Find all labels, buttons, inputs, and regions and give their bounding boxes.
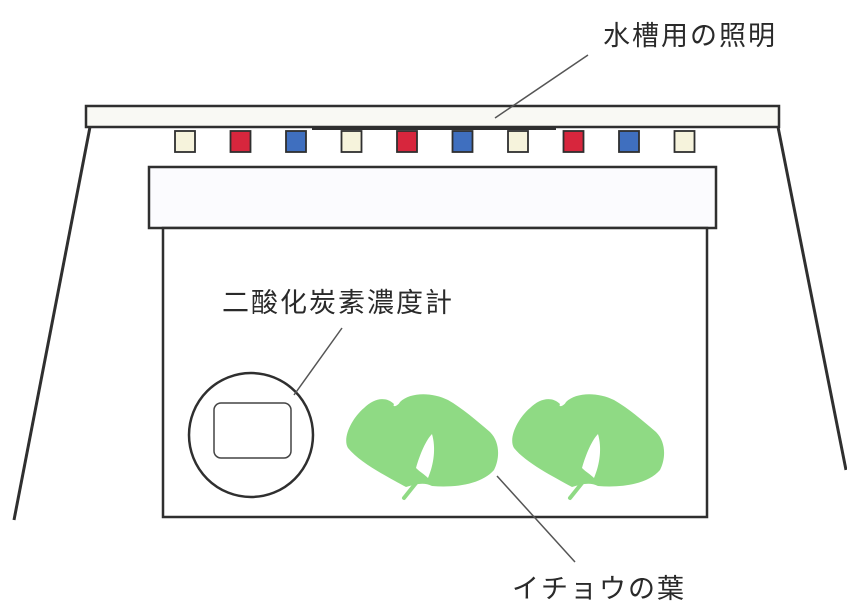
leader-lines xyxy=(293,54,589,563)
leaf-stem xyxy=(402,476,422,500)
led-red xyxy=(229,130,252,153)
leader-line-leaves xyxy=(496,475,576,563)
led-cream xyxy=(673,130,696,153)
led-blue xyxy=(285,130,307,153)
lamp-housing xyxy=(12,126,847,521)
ginkgo-leaf-left xyxy=(346,394,499,500)
leaf-notch xyxy=(416,434,435,478)
led-cream xyxy=(507,130,529,153)
led-blue xyxy=(451,130,474,153)
leader-line-light xyxy=(494,54,589,119)
chamber-lid xyxy=(147,165,718,230)
co2-meter xyxy=(187,371,315,499)
led-cream xyxy=(174,130,196,153)
ginkgo-leaf-right xyxy=(512,394,665,500)
leaf-blade xyxy=(346,394,499,487)
led-blue xyxy=(618,130,640,153)
led-red xyxy=(396,130,418,153)
label-aquarium-light: 水槽用の照明 xyxy=(603,21,777,52)
label-ginkgo-leaves: イチョウの葉 xyxy=(512,574,686,605)
led-cream xyxy=(340,130,363,153)
leaf-stem xyxy=(568,476,588,500)
leaf-blade xyxy=(512,394,665,487)
co2-meter-display xyxy=(213,402,292,459)
led-row xyxy=(174,130,696,153)
housing-left-side xyxy=(12,126,92,521)
label-co2-meter: 二酸化炭素濃度計 xyxy=(222,288,454,319)
leader-line-co2 xyxy=(293,327,343,396)
leaf-notch xyxy=(582,434,601,478)
aquarium-light-bar xyxy=(84,104,781,129)
led-red xyxy=(562,130,585,153)
housing-right-side xyxy=(776,126,847,471)
